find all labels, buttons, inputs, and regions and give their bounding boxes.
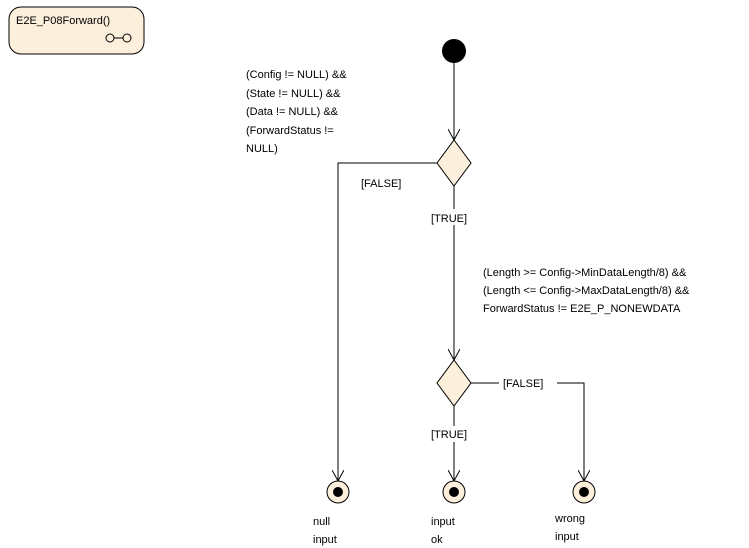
activity-title-box: E2E_P08Forward() [8, 6, 145, 55]
decision-node-1 [436, 139, 472, 187]
guard2-line: (Length <= Config->MaxDataLength/8) && [483, 285, 690, 297]
decision1-false-label: [FALSE] [361, 178, 401, 190]
initial-node [442, 39, 466, 63]
final-node-dot [333, 487, 343, 497]
label-bg [427, 209, 481, 225]
final-node-dot [449, 487, 459, 497]
decision1-guard: (Config != NULL) && (State != NULL) && (… [246, 69, 347, 155]
final-node-dot [579, 487, 589, 497]
rake-icon [105, 33, 132, 43]
guard1-line: NULL) [246, 143, 278, 155]
label-bg [499, 375, 557, 391]
decision2-true-label: [TRUE] [431, 429, 467, 441]
final-node-input-ok: input ok [431, 480, 466, 546]
final-node-null-input: null input [313, 480, 350, 546]
final-node-label: wrong [554, 513, 585, 525]
edge-decision1-false [338, 162, 437, 481]
guard2-line: (Length >= Config->MinDataLength/8) && [483, 267, 687, 279]
guard1-line: (State != NULL) && [246, 88, 341, 100]
guard1-line: (Data != NULL) && [246, 106, 339, 118]
final-node-label: input [431, 516, 455, 528]
final-node-wrong-input: wrong input [554, 480, 596, 543]
label-bg [427, 426, 481, 442]
decision-node-2 [436, 359, 472, 407]
guard2-line: ForwardStatus != E2E_P_NONEWDATA [483, 303, 681, 315]
decision2-guard: (Length >= Config->MinDataLength/8) && (… [483, 267, 690, 315]
final-node-label: ok [431, 534, 443, 546]
activity-title: E2E_P08Forward() [16, 15, 110, 27]
decision1-true-label: [TRUE] [431, 213, 467, 225]
guard1-line: (ForwardStatus != [246, 125, 334, 137]
final-node-label: input [313, 534, 337, 546]
guard1-line: (Config != NULL) && [246, 69, 347, 81]
decision2-false-label: [FALSE] [503, 378, 543, 390]
final-node-label: null [313, 516, 330, 528]
final-node-label: input [555, 531, 579, 543]
edge-decision2-false [471, 382, 584, 481]
